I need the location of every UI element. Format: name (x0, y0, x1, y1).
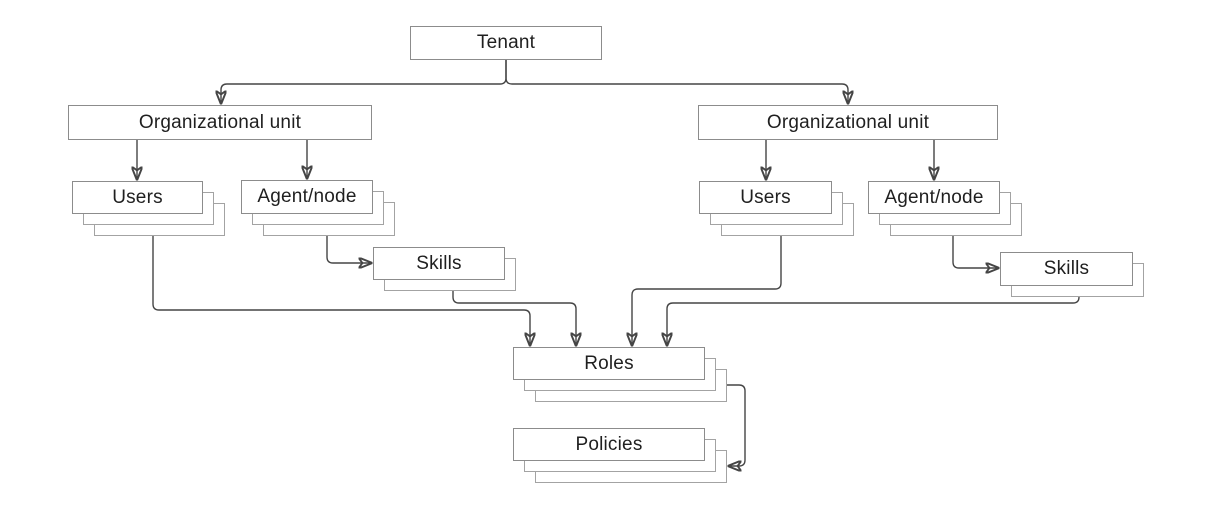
node-label: Agent/node (257, 186, 357, 207)
node-org-unit-left: Organizational unit (68, 105, 372, 140)
node-org-unit-right: Organizational unit (698, 105, 998, 140)
node-agent-node-right: Agent/node (868, 181, 1022, 236)
node-label: Users (112, 186, 163, 208)
tenant-box: Tenant (410, 26, 602, 60)
policies-box: Policies (513, 428, 705, 461)
node-tenant: Tenant (410, 26, 602, 60)
edge-skills-left-roles (452, 291, 576, 345)
node-policies: Policies (513, 428, 727, 483)
org-unit-left-box: Organizational unit (68, 105, 372, 140)
edge-tenant-org-unit-left (221, 60, 507, 103)
node-users-right: Users (699, 181, 854, 236)
node-label: Organizational unit (138, 111, 302, 133)
edge-skills-right-roles (667, 296, 1080, 345)
node-label: Tenant (476, 32, 536, 53)
edge-agent-node-right-skills-right (952, 236, 998, 268)
edge-tenant-org-unit-right (505, 60, 848, 103)
node-agent-node-left: Agent/node (241, 180, 395, 236)
node-label: Users (740, 186, 791, 208)
node-users-left: Users (72, 181, 225, 236)
node-skills-left: Skills (373, 247, 516, 291)
node-roles: Roles (513, 347, 727, 402)
roles-box: Roles (513, 347, 705, 380)
edge-agent-node-left-skills-left (326, 236, 371, 263)
node-label: Organizational unit (766, 111, 930, 133)
edge-users-right-roles (632, 236, 782, 345)
node-skills-right: Skills (1000, 252, 1144, 297)
node-label: Policies (575, 433, 643, 455)
org-unit-right-box: Organizational unit (698, 105, 998, 140)
node-label: Roles (584, 352, 634, 374)
edge-roles-policies (727, 384, 746, 466)
node-label: Agent/node (884, 186, 984, 208)
users-right-box: Users (699, 181, 832, 214)
skills-left-box: Skills (373, 247, 505, 280)
node-label: Skills (416, 252, 462, 274)
skills-right-box: Skills (1000, 252, 1133, 286)
agent-node-right-box: Agent/node (868, 181, 1000, 214)
node-label: Skills (1043, 258, 1090, 279)
agent-node-left-box: Agent/node (241, 180, 373, 214)
users-left-box: Users (72, 181, 203, 214)
